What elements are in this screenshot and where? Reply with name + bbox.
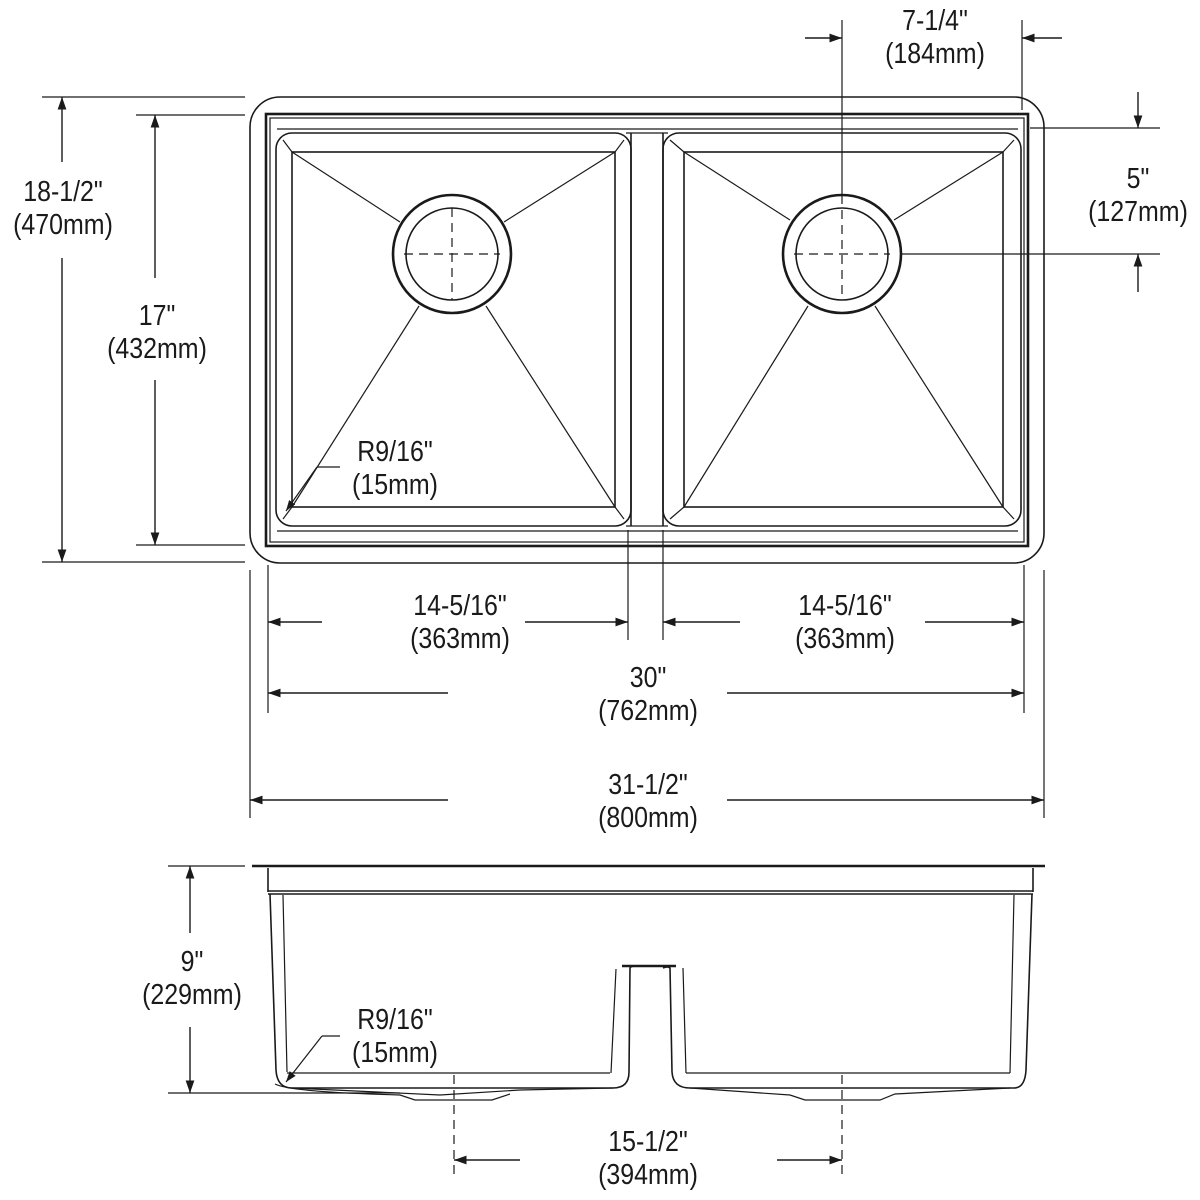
- top-view-dimensions: [42, 20, 1160, 818]
- overall-width-label: 31-1/2" (800mm): [598, 769, 698, 834]
- corner-radius-front-label: R9/16" (15mm): [352, 1004, 438, 1069]
- drain-offset-width-label: 7-1/4" (184mm): [885, 5, 985, 70]
- left-bowl-width-label: 14-5/16" (363mm): [410, 590, 510, 655]
- inner-rim: [264, 112, 1030, 548]
- right-drain-fitting: [689, 1087, 1011, 1101]
- right-bowl-width-label: 14-5/16" (363mm): [795, 590, 895, 655]
- drain-spacing-label: 15-1/2" (394mm): [598, 1126, 698, 1191]
- left-drain-fitting: [274, 1083, 511, 1101]
- overall-depth-label: 18-1/2" (470mm): [13, 176, 113, 241]
- front-section-view: [252, 864, 1045, 1101]
- corner-radius-top-label: R9/16" (15mm): [352, 436, 438, 501]
- bowl-height-label: 9" (229mm): [142, 946, 242, 1011]
- drain-offset-depth-label: 5" (127mm): [1088, 163, 1188, 228]
- bowl-depth-label: 17" (432mm): [107, 300, 207, 365]
- left-bowl: [275, 132, 632, 527]
- outer-flange-outline: [249, 96, 1045, 564]
- left-drain-outer: [391, 193, 513, 315]
- corner-radius-leader-top: [285, 466, 318, 512]
- center-divider: [626, 132, 668, 527]
- inner-width-label: 30" (762mm): [598, 662, 698, 727]
- front-view-dimensions: [168, 865, 843, 1180]
